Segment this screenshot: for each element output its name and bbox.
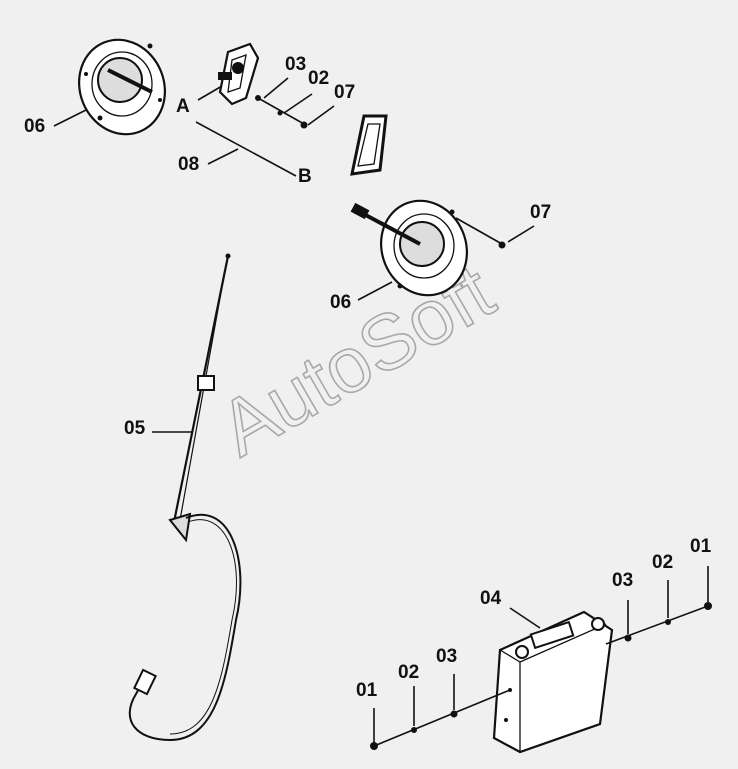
antenna-mast	[128, 253, 242, 742]
callout-03-top: 03	[285, 54, 306, 75]
hardware-right	[605, 566, 712, 645]
callout-06-right: 06	[330, 292, 351, 313]
callout-06-top: 06	[24, 116, 45, 137]
flange-top-left	[78, 38, 166, 136]
callout-a: A	[176, 96, 190, 117]
bracket-a	[197, 42, 335, 129]
callout-03-left: 03	[436, 646, 457, 667]
amplifier-box	[492, 607, 614, 754]
callout-04: 04	[480, 588, 502, 609]
watermark: AutoSoft	[204, 246, 509, 474]
callout-b: B	[298, 166, 312, 187]
callout-07-right: 07	[530, 202, 551, 223]
callout-02-top: 02	[308, 68, 329, 89]
callout-07-top: 07	[334, 82, 355, 103]
callout-02-left: 02	[398, 662, 419, 683]
callout-08-leaders	[195, 121, 297, 177]
callout-02-right: 02	[652, 552, 673, 573]
flange-right	[350, 199, 535, 301]
callout-03-right: 03	[612, 570, 633, 591]
callout-01-right: 01	[690, 536, 712, 557]
callout-01-left: 01	[356, 680, 378, 701]
callout-05: 05	[124, 418, 146, 439]
hardware-left	[370, 674, 511, 750]
pad-b	[350, 114, 388, 176]
watermark-text: AutoSoft	[205, 247, 508, 473]
leader-line	[53, 109, 87, 127]
callout-08: 08	[178, 154, 199, 175]
